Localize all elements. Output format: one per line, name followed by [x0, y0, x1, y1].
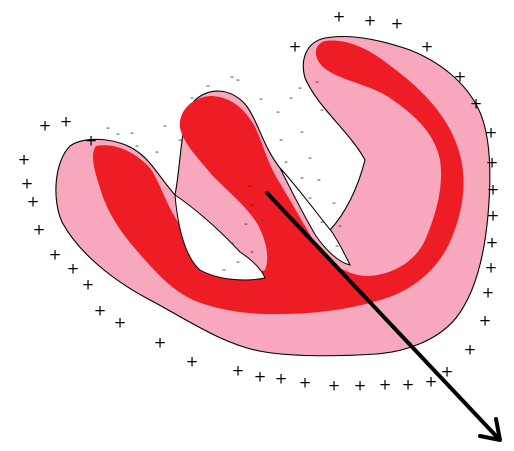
- negative-sign: -: [298, 81, 302, 94]
- positive-sign: +: [425, 373, 438, 391]
- positive-sign: +: [33, 221, 46, 239]
- negative-sign: -: [338, 219, 342, 232]
- positive-sign: +: [114, 314, 127, 332]
- negative-sign: -: [300, 171, 304, 184]
- positive-sign: +: [67, 260, 80, 278]
- negative-sign: -: [190, 91, 194, 104]
- negative-sign: -: [317, 173, 321, 186]
- positive-sign: +: [364, 12, 377, 30]
- positive-sign: +: [333, 8, 346, 26]
- positive-sign: +: [479, 312, 492, 330]
- positive-sign: +: [85, 132, 98, 150]
- positive-sign: +: [232, 362, 245, 380]
- positive-sign: +: [94, 302, 107, 320]
- negative-sign: -: [222, 263, 226, 276]
- positive-sign: +: [186, 353, 199, 371]
- positive-sign: +: [254, 368, 267, 386]
- negative-sign: -: [261, 213, 265, 226]
- positive-sign: +: [299, 374, 312, 392]
- negative-sign: -: [135, 139, 139, 152]
- positive-sign: +: [485, 124, 498, 142]
- positive-sign: +: [39, 117, 52, 135]
- negative-sign: -: [244, 217, 248, 230]
- negative-sign: -: [279, 133, 283, 146]
- positive-sign: +: [289, 38, 302, 56]
- positive-sign: +: [391, 15, 404, 33]
- positive-sign: +: [27, 193, 40, 211]
- positive-sign: +: [21, 175, 34, 193]
- negative-sign: -: [178, 133, 182, 146]
- negative-sign: -: [236, 73, 240, 86]
- negative-sign: -: [130, 126, 134, 139]
- negative-sign: -: [106, 121, 110, 134]
- positive-sign: +: [454, 68, 467, 86]
- positive-sign: +: [487, 207, 500, 225]
- positive-sign: +: [18, 151, 31, 169]
- negative-sign: -: [250, 245, 254, 258]
- positive-sign: +: [486, 154, 499, 172]
- negative-sign: -: [250, 198, 254, 211]
- positive-sign: +: [421, 38, 434, 56]
- positive-sign: +: [154, 334, 167, 352]
- negative-sign: -: [315, 75, 319, 88]
- positive-sign: +: [485, 259, 498, 277]
- negative-sign: -: [163, 119, 167, 132]
- negative-sign: -: [320, 103, 324, 116]
- positive-sign: +: [354, 377, 367, 395]
- negative-sign: -: [230, 236, 234, 249]
- positive-sign: +: [487, 181, 500, 199]
- negative-sign: -: [155, 145, 159, 158]
- positive-sign: +: [486, 234, 499, 252]
- positive-sign: +: [328, 377, 341, 395]
- negative-sign: -: [308, 151, 312, 164]
- negative-sign: -: [236, 255, 240, 268]
- negative-sign: -: [289, 91, 293, 104]
- positive-sign: +: [464, 341, 477, 359]
- negative-sign: -: [230, 70, 234, 83]
- negative-sign: -: [259, 92, 263, 105]
- positive-sign: +: [402, 376, 415, 394]
- negative-sign: -: [116, 127, 120, 140]
- positive-sign: +: [49, 246, 62, 264]
- positive-sign: +: [482, 284, 495, 302]
- negative-sign: -: [284, 155, 288, 168]
- positive-sign: +: [60, 113, 73, 131]
- positive-sign: +: [379, 376, 392, 394]
- negative-sign: -: [276, 105, 280, 118]
- negative-sign: -: [335, 239, 339, 252]
- negative-sign: -: [206, 79, 210, 92]
- positive-sign: +: [470, 95, 483, 113]
- negative-sign: -: [300, 125, 304, 138]
- negative-sign: -: [320, 215, 324, 228]
- negative-sign: -: [248, 179, 252, 192]
- positive-sign: +: [275, 370, 288, 388]
- positive-sign: +: [82, 276, 95, 294]
- negative-sign: -: [332, 196, 336, 209]
- negative-sign: -: [308, 191, 312, 204]
